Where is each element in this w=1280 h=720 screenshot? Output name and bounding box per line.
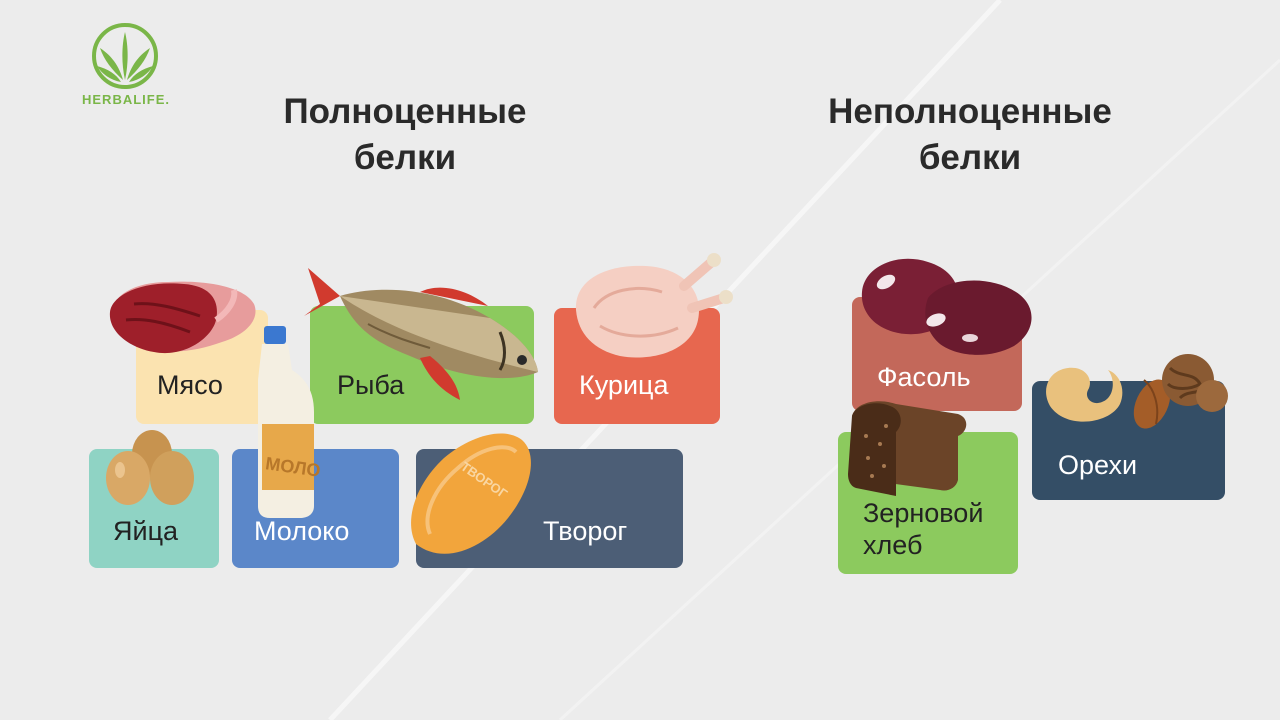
bread-label: Зерновой хлеб <box>863 497 983 561</box>
logo-wordmark: HERBALIFE. <box>82 92 170 107</box>
nuts-label: Орехи <box>1058 450 1138 480</box>
bread-icon <box>848 401 967 496</box>
incomplete-proteins-heading: Неполноценные белки <box>770 89 1170 181</box>
nuts-icon <box>1046 354 1228 429</box>
cottage-cheese-icon: ТВОРОГ <box>411 433 531 554</box>
herbalife-logo: HERBALIFE. <box>66 22 186 122</box>
chicken-icon <box>575 253 733 358</box>
cottage-cheese-label: Творог <box>543 516 628 546</box>
fish-label: Рыба <box>337 370 405 400</box>
milk-label: Молоко <box>254 516 350 546</box>
milk-bottle-icon: МОЛО <box>258 326 322 518</box>
bread-label-line: Зерновой <box>863 498 984 528</box>
fish-icon <box>304 268 538 400</box>
chicken-label: Курица <box>579 370 669 400</box>
heading-line: Неполноценные <box>828 92 1112 131</box>
eggs-icon <box>106 430 194 505</box>
beans-icon <box>861 258 1032 355</box>
beans-label: Фасоль <box>877 362 971 392</box>
meat-icon <box>109 281 256 354</box>
leaf-logo-icon <box>92 23 158 89</box>
heading-line: белки <box>353 138 457 177</box>
heading-line: Полноценные <box>283 92 527 131</box>
meat-label: Мясо <box>157 370 223 400</box>
eggs-label: Яйца <box>113 516 179 546</box>
bread-label-line: хлеб <box>863 530 923 560</box>
complete-proteins-heading: Полноценные белки <box>230 89 580 181</box>
heading-line: белки <box>918 138 1022 177</box>
